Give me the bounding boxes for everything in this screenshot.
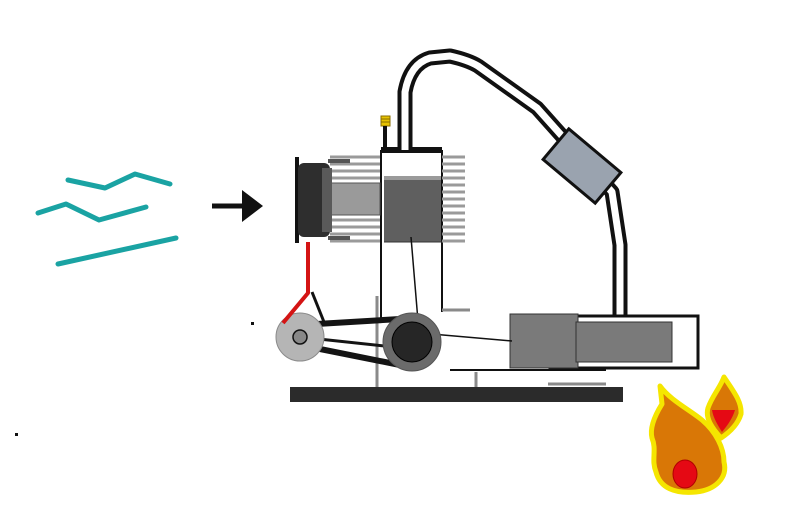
flame-core xyxy=(672,459,698,489)
displacer-body xyxy=(575,321,673,363)
dot-marker xyxy=(15,433,18,436)
flame-large xyxy=(648,383,728,495)
cooling-fan xyxy=(295,157,332,243)
regenerator xyxy=(540,126,624,206)
piston-body xyxy=(384,180,441,242)
fan-wire-return xyxy=(310,291,326,323)
arrow-head xyxy=(242,190,263,222)
regenerator-body xyxy=(540,126,624,206)
fan-mount-top xyxy=(328,159,350,163)
flame-small-core xyxy=(712,410,735,432)
air-wave-1 xyxy=(65,171,173,191)
fan-hub xyxy=(322,168,332,232)
valve-icon xyxy=(380,115,391,148)
cold-piston xyxy=(381,147,442,243)
cool-air-waves xyxy=(35,171,179,267)
air-wave-2 xyxy=(35,201,149,223)
dot-marker xyxy=(251,322,254,325)
fan-mount-bottom xyxy=(328,236,350,240)
flame-small xyxy=(704,374,744,441)
base-plate xyxy=(290,387,623,402)
fan-frame xyxy=(295,157,299,243)
fan-wire xyxy=(281,242,310,325)
hot-cylinder xyxy=(509,313,700,370)
airflow-arrow xyxy=(212,190,263,222)
heatsink-core xyxy=(329,182,381,216)
transfer-pipe xyxy=(397,48,628,320)
crank-flywheel xyxy=(382,312,442,372)
flame-icon xyxy=(648,374,744,495)
fan-drive-pulley xyxy=(275,312,325,362)
piston-head-top xyxy=(384,176,441,182)
air-wave-3 xyxy=(55,235,179,267)
displacer xyxy=(509,313,579,369)
cold-cylinder-heatsink xyxy=(330,155,465,243)
